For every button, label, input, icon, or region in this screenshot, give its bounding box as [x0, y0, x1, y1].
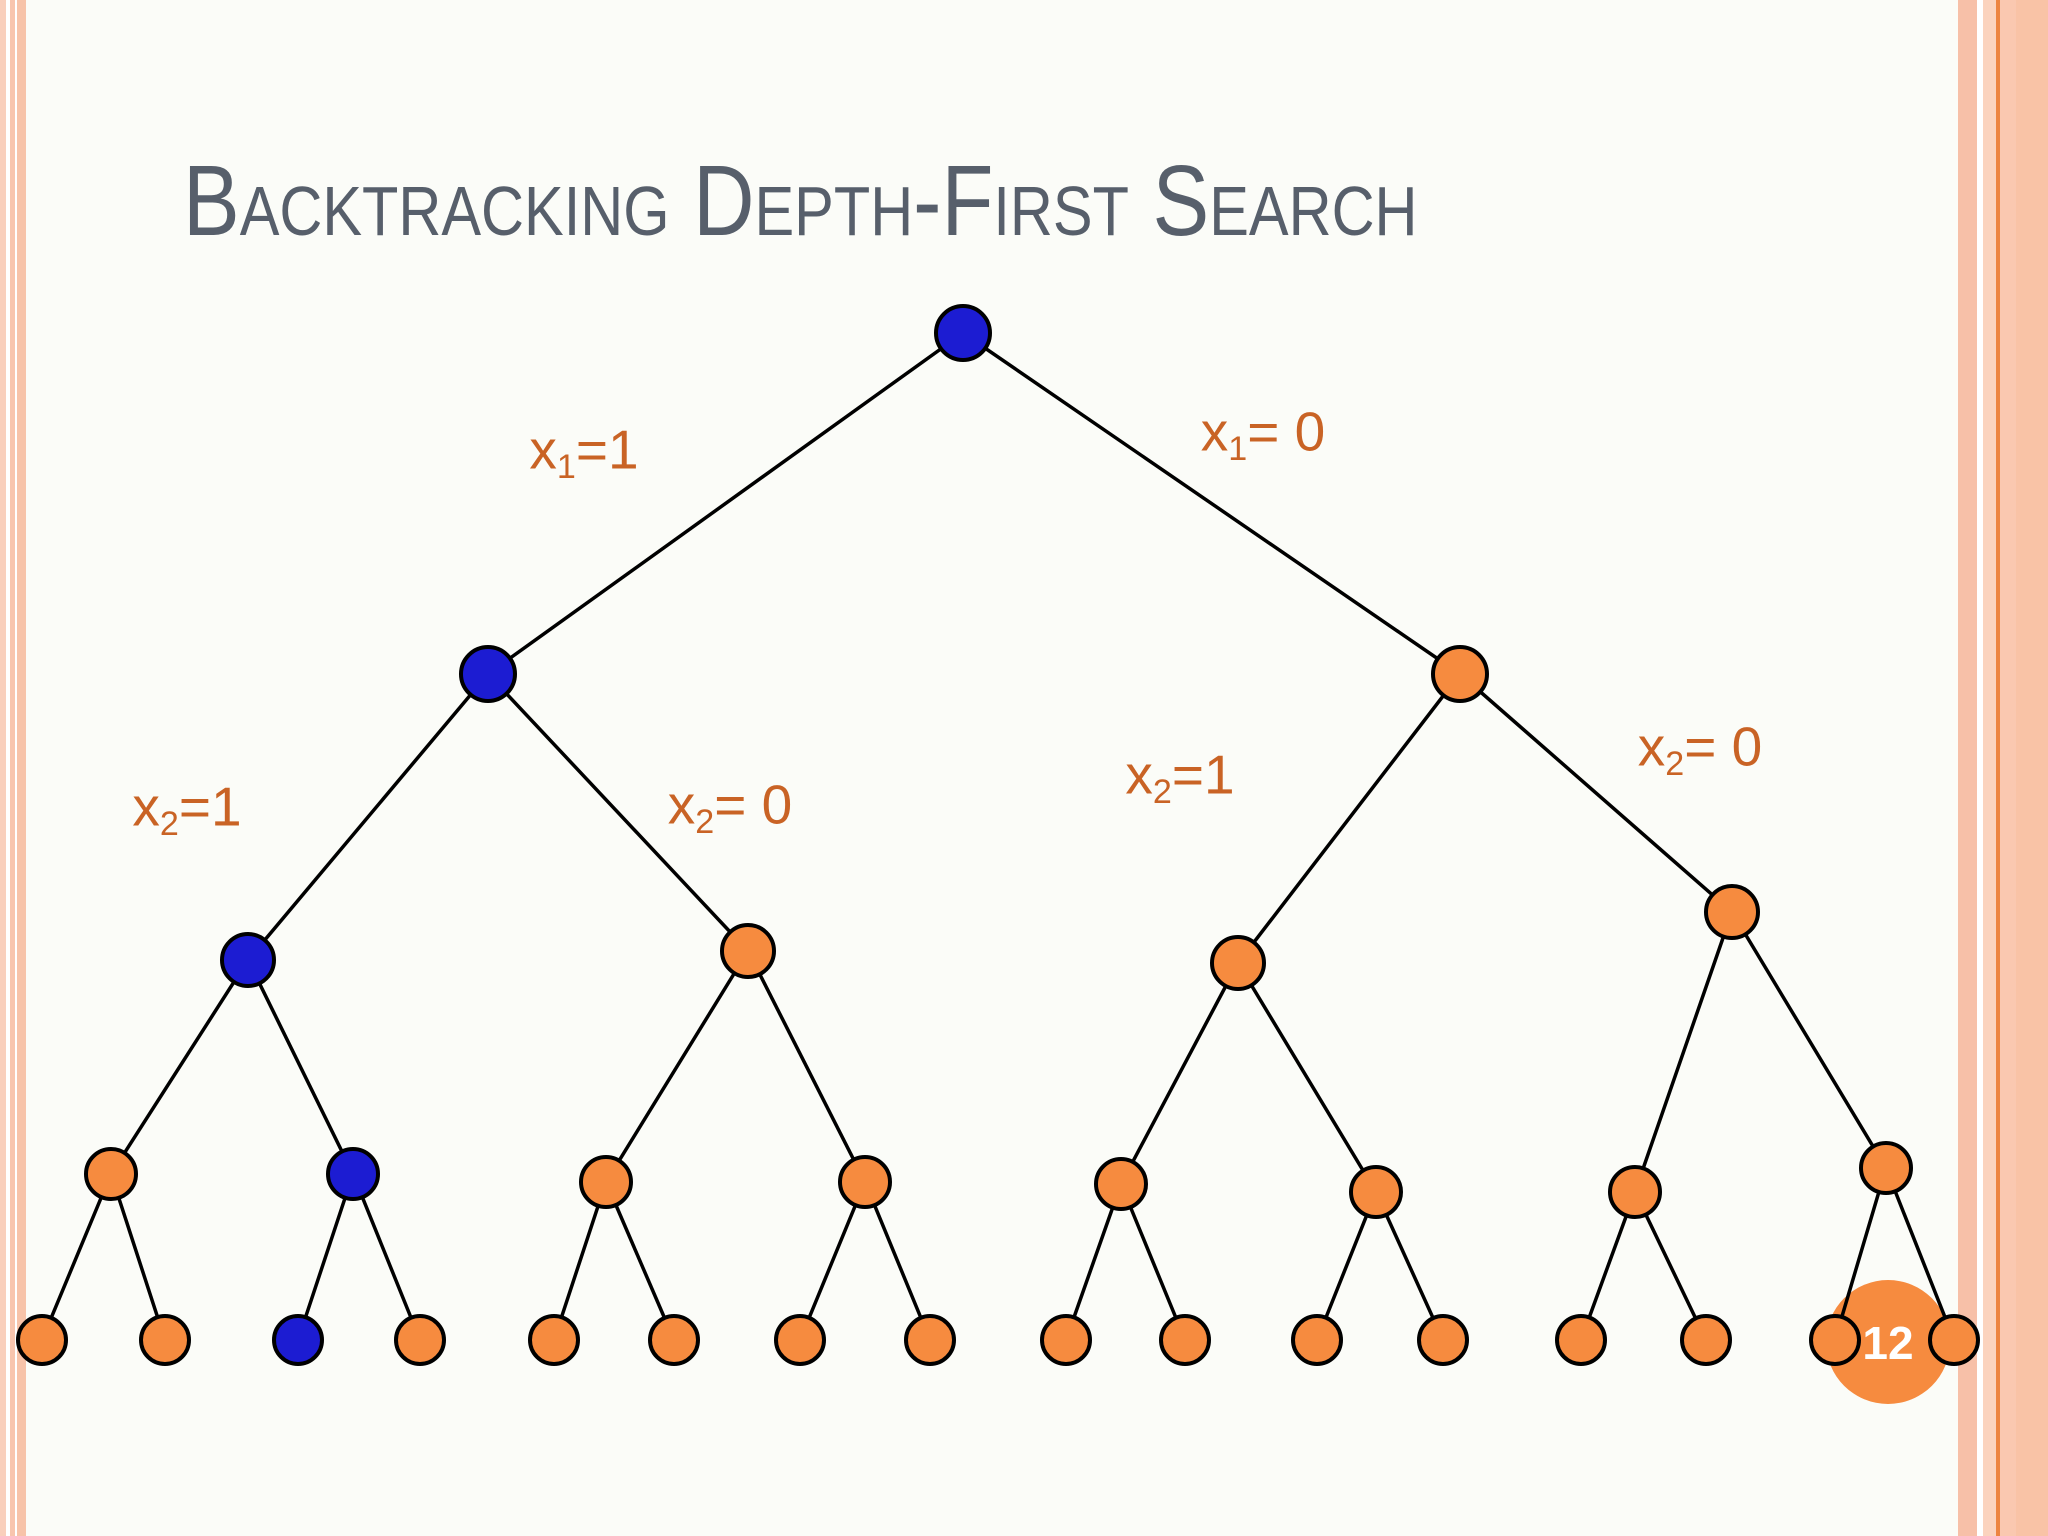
leaf-node-3 [272, 1314, 324, 1366]
tree-node-level3-3 [579, 1155, 633, 1209]
tree-edge [604, 950, 750, 1183]
edge-label-x2-eq-1-left: x2=1 [132, 775, 242, 844]
tree-edge [863, 1181, 932, 1341]
tree-edge [1236, 672, 1462, 965]
tree-edge [1064, 1183, 1123, 1341]
tree-edge [109, 959, 250, 1175]
leaf-node-5 [528, 1314, 580, 1366]
tree-edge [604, 1181, 676, 1341]
tree-edge [552, 1181, 608, 1341]
tree-edge [1633, 1191, 1708, 1341]
tree-edge [486, 331, 965, 676]
leaf-node-4 [394, 1314, 446, 1366]
edge-label-x2-eq-0-right: x2= 0 [1637, 715, 1763, 784]
tree-edge [1236, 962, 1378, 1193]
tree-node-level1-left [459, 645, 517, 703]
edge-label-x1-eq-0: x1= 0 [1200, 400, 1326, 469]
leaf-node-1 [16, 1314, 68, 1366]
slide-title: Backtracking Depth-First Search [183, 145, 1418, 257]
leaf-node-8 [904, 1314, 956, 1366]
leaf-node-12 [1417, 1314, 1469, 1366]
leaf-node-6 [648, 1314, 700, 1366]
tree-edge [40, 1173, 113, 1341]
tree-node-level2-2 [720, 923, 776, 979]
tree-edge [246, 672, 490, 962]
edge-label-x1-eq-1: x1=1 [529, 418, 639, 487]
tree-edge [1884, 1167, 1956, 1341]
leaf-node-7 [774, 1314, 826, 1366]
tree-edge [1833, 1167, 1888, 1341]
tree-node-level3-8 [1859, 1141, 1913, 1195]
tree-edge [246, 959, 355, 1175]
tree-edge [746, 950, 867, 1183]
edge-label-x2-eq-0-left: x2= 0 [667, 773, 793, 842]
left-border-stripes [0, 0, 26, 1536]
tree-node-level3-2 [326, 1147, 380, 1201]
tree-node-level3-7 [1608, 1165, 1662, 1219]
right-border-stripes [1958, 0, 2048, 1536]
tree-edge [962, 331, 1461, 676]
tree-node-level2-3 [1210, 935, 1266, 991]
leaf-node-16 [1928, 1314, 1980, 1366]
leaf-node-10 [1159, 1314, 1211, 1366]
tree-node-level3-6 [1349, 1165, 1403, 1219]
page-number: 12 [1862, 1317, 1913, 1369]
tree-edge [1730, 911, 1888, 1169]
leaf-node-15 [1809, 1314, 1861, 1366]
tree-edge [1374, 1191, 1445, 1341]
leaf-node-14 [1680, 1314, 1732, 1366]
tree-edge [1633, 911, 1734, 1193]
tree-edge [1119, 1183, 1187, 1341]
tree-edge [486, 672, 750, 953]
tree-edge [109, 1173, 167, 1341]
tree-edge [351, 1173, 422, 1341]
tree-node-level3-1 [84, 1147, 138, 1201]
leaf-node-9 [1040, 1314, 1092, 1366]
tree-node-level2-4 [1704, 884, 1760, 940]
leaf-node-11 [1291, 1314, 1343, 1366]
leaf-node-13 [1555, 1314, 1607, 1366]
tree-edge [798, 1181, 867, 1341]
tree-edge [1458, 672, 1734, 914]
tree-node-root [934, 304, 992, 362]
page-number-badge [1826, 1280, 1950, 1404]
tree-node-level3-4 [838, 1155, 892, 1209]
tree-edge [1119, 962, 1240, 1185]
tree-node-level1-right [1431, 645, 1489, 703]
leaf-node-2 [139, 1314, 191, 1366]
tree-node-level2-1 [220, 932, 276, 988]
tree-edge [296, 1173, 355, 1341]
edge-label-x2-eq-1-right: x2=1 [1125, 743, 1235, 812]
tree-node-level3-5 [1094, 1157, 1148, 1211]
